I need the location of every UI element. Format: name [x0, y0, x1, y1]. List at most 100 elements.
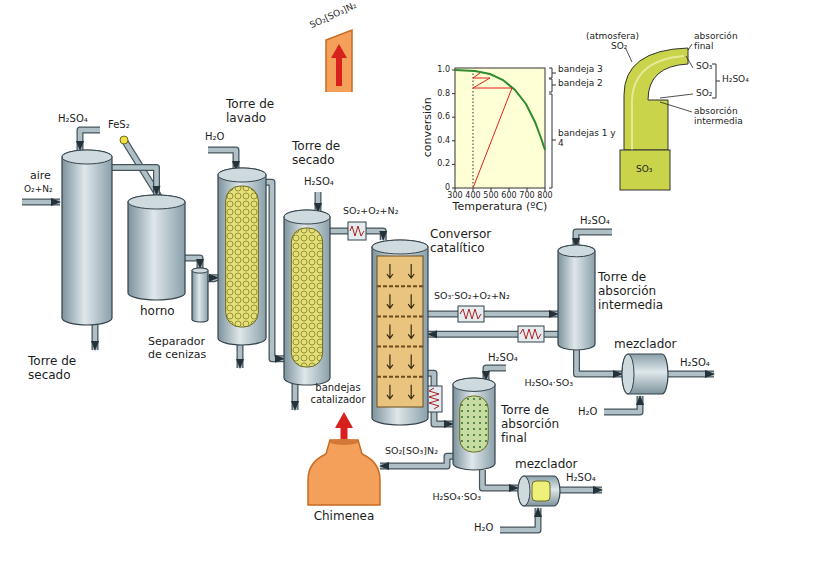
- drawing-part: [460, 309, 481, 319]
- drawing-part: [552, 85, 556, 86]
- drawing-part: [486, 368, 506, 380]
- drawing-part: [350, 226, 364, 236]
- unit-label: mezclador: [614, 338, 686, 352]
- vessel-top: [218, 168, 266, 182]
- process-unit: Torre de lavado: [218, 168, 266, 345]
- process-unit: Torre de secado: [284, 210, 330, 385]
- unit-label: Conversor catalítico: [430, 228, 505, 256]
- vessel-body: [284, 210, 330, 385]
- pipe-flow: [208, 278, 218, 279]
- process-unit: horno: [128, 195, 185, 300]
- drawing-part: [632, 56, 684, 150]
- pipe-connector: [185, 258, 200, 268]
- pipe-connector: [266, 182, 284, 359]
- drawing-part: [549, 68, 552, 78]
- mixer-body: [622, 354, 668, 394]
- absorption-inset: [620, 44, 720, 190]
- drawing-part: [473, 73, 512, 188]
- drawing-part: [455, 70, 545, 150]
- vessel-body: [192, 268, 208, 322]
- text-label: bandejas 1 y 4: [558, 128, 616, 149]
- unit-shape: [62, 150, 112, 325]
- flow-arrow: [408, 324, 414, 338]
- text-label: H₂SO₄: [488, 352, 518, 364]
- text-label: bandeja 2: [558, 78, 603, 88]
- stream-label: H₂SO₄·SO₃: [420, 492, 482, 503]
- text-label: 500: [479, 191, 503, 200]
- flow-arrow: [408, 385, 414, 399]
- mixer-end: [518, 476, 530, 506]
- text-label: 300: [443, 191, 467, 200]
- drawing-part: [668, 372, 714, 377]
- pipe-connector: [482, 470, 518, 488]
- mixer-end: [622, 354, 634, 394]
- text-label: SO₃: [636, 164, 652, 174]
- drawing-part: [452, 140, 455, 141]
- unit-label: Torre de lavado: [226, 98, 288, 126]
- catalyst-tray: [377, 346, 423, 348]
- flow-arrow: [387, 264, 393, 278]
- drawing-part: [560, 488, 602, 493]
- unit-label: horno: [140, 305, 190, 319]
- unit-label: Torre de absorción intermedia: [598, 271, 683, 312]
- vessel-top: [558, 245, 595, 257]
- drawing-part: [552, 140, 556, 141]
- drawing-part: [452, 117, 455, 118]
- drawing-part: [315, 192, 322, 212]
- drawing-part: [545, 188, 546, 191]
- packing: [226, 186, 259, 327]
- drawing-part: [22, 199, 60, 206]
- vessel-body: [372, 240, 428, 425]
- drawing-part: [486, 368, 506, 380]
- drawing-part: [604, 396, 640, 412]
- drawing-part: [660, 94, 693, 98]
- flow-arrow: [408, 264, 414, 278]
- drawing-part: [549, 79, 552, 92]
- drawing-part: [331, 44, 347, 58]
- pipe-flow: [112, 168, 157, 196]
- vessel-body: [128, 195, 185, 300]
- pipe-flow: [266, 182, 284, 359]
- unit-shape: [622, 354, 668, 394]
- drawing-part: [624, 48, 688, 150]
- packing: [460, 396, 489, 452]
- unit-label: mezclador: [515, 458, 587, 472]
- vessel-top: [192, 268, 208, 273]
- drawing-part: [620, 150, 670, 190]
- pipe-flow: [428, 312, 558, 317]
- text-label: (atmosfera): [586, 31, 639, 41]
- drawing-part: [238, 342, 243, 368]
- vessel-top: [62, 150, 112, 164]
- pipe-wall: [112, 168, 157, 196]
- text-label: SO₃: [696, 61, 712, 71]
- vessel-top: [128, 195, 185, 209]
- pipe-flow: [577, 350, 623, 374]
- chimney-body: [308, 440, 380, 505]
- text-label: absorción intermedia: [694, 106, 766, 127]
- text-label: 400: [461, 191, 485, 200]
- unit-shape: [453, 378, 495, 470]
- pipe-connector: [112, 168, 157, 196]
- pipe-connector: [428, 313, 558, 314]
- drawing-part: [335, 412, 353, 428]
- drawing-part: [208, 150, 236, 170]
- flow-arrow: [387, 355, 393, 369]
- text-label: 0: [432, 183, 450, 192]
- drawing-part: [237, 342, 244, 368]
- heat-exchanger: [348, 222, 544, 412]
- catalyst-tray: [377, 376, 423, 378]
- drawing-part: [120, 136, 128, 144]
- unit-label: Torre de secado: [28, 355, 90, 383]
- drawing-part: [688, 44, 692, 50]
- conversion-chart: [452, 68, 556, 191]
- drawing-part: [316, 192, 321, 212]
- stream-label: H₂SO₄·SO₃: [512, 378, 574, 389]
- pipe-wall: [380, 456, 453, 466]
- text-label: SO₂: [611, 41, 627, 51]
- unit-label: Torre de absorción final: [501, 404, 581, 445]
- drawing-part: [549, 68, 556, 188]
- drawing-part: [452, 93, 455, 94]
- flow-arrow: [387, 324, 393, 338]
- packing: [291, 228, 322, 367]
- drawing-part: [293, 382, 298, 410]
